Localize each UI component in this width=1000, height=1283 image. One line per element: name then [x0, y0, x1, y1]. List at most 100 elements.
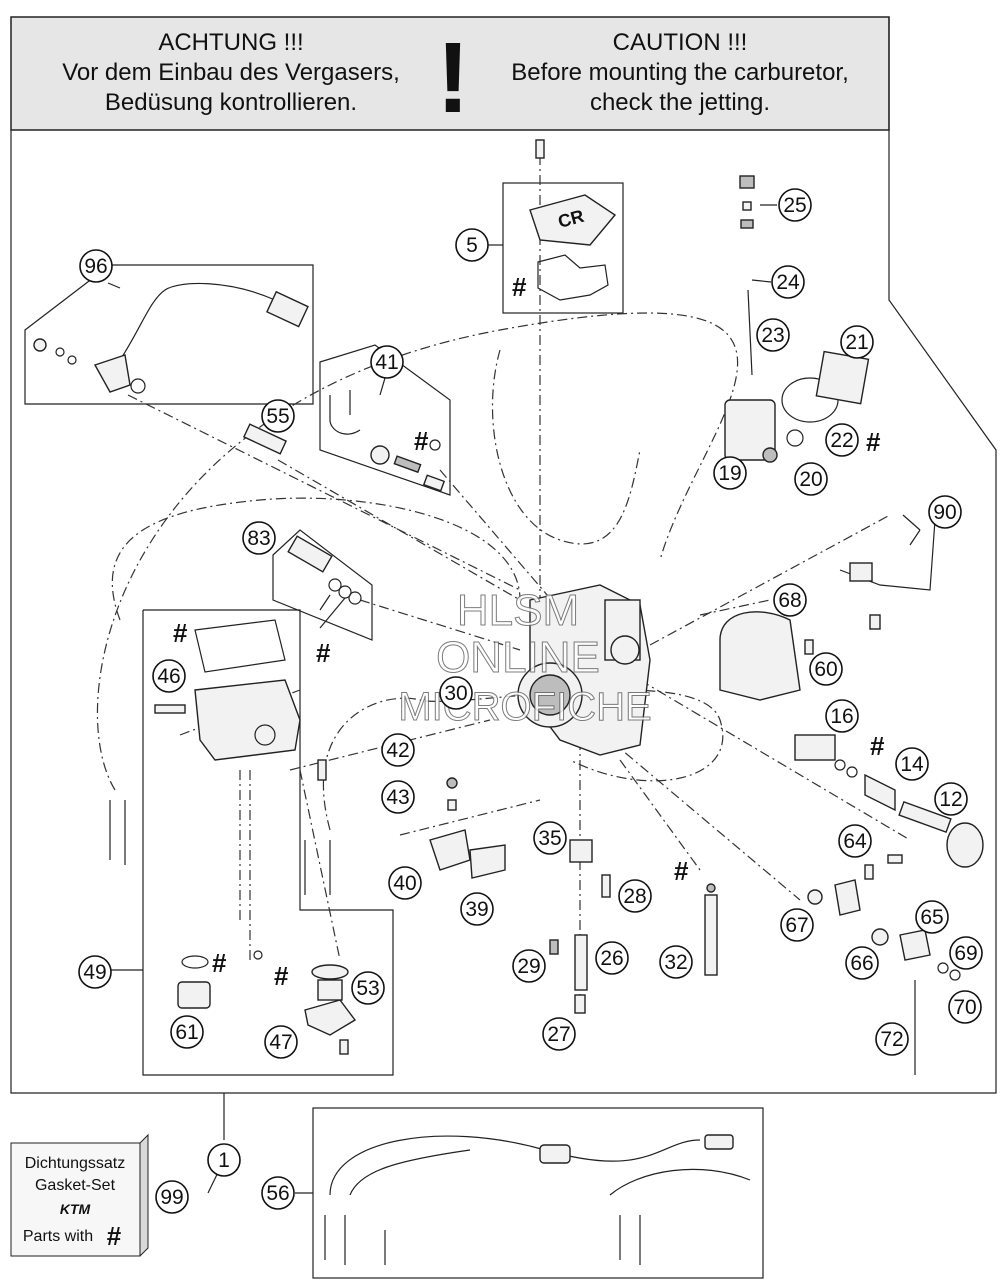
callout-label-65: 65	[920, 906, 943, 929]
callout-circle-64	[838, 824, 872, 858]
watermark: HLSM ONLINE MICROFICHE	[398, 586, 652, 730]
watermark-line3: MICROFICHE	[398, 685, 651, 729]
callout-label-35: 35	[538, 827, 561, 850]
watermark-line2: ONLINE	[436, 633, 600, 682]
callout-label-30: 30	[444, 682, 467, 705]
drain-parts	[177, 950, 357, 1055]
callout-circle-47	[264, 1025, 298, 1059]
main-frame	[10, 17, 997, 1094]
callout-circle-61	[170, 1015, 204, 1049]
callout-label-56: 56	[266, 1182, 289, 1205]
callout-label-55: 55	[266, 405, 289, 428]
callout-label-28: 28	[623, 885, 646, 908]
throttle-cable-part	[33, 282, 309, 394]
callout-circle-1	[207, 1143, 241, 1177]
callout-label-19: 19	[718, 462, 741, 485]
callout-label-23: 23	[761, 324, 784, 347]
callout-label-1: 1	[218, 1149, 230, 1172]
callout-label-70: 70	[953, 996, 976, 1019]
callout-label-66: 66	[850, 952, 873, 975]
callout-label-72: 72	[880, 1028, 903, 1051]
gasket-set-box: Dichtungssatz Gasket-Set KTM Parts with …	[10, 1133, 149, 1257]
warning-exclamation-icon: !	[436, 22, 469, 134]
float-parts	[429, 777, 506, 879]
callout-circle-24	[771, 265, 805, 299]
callout-circle-56	[261, 1176, 295, 1210]
callout-label-5: 5	[466, 234, 478, 257]
callout-label-90: 90	[933, 501, 956, 524]
callout-label-68: 68	[778, 589, 801, 612]
callout-label-39: 39	[465, 898, 488, 921]
callout-label-27: 27	[547, 1023, 570, 1046]
callout-label-14: 14	[900, 753, 924, 776]
warning-de-line1: Vor dem Einbau des Vergasers,	[62, 59, 400, 86]
callout-circle-28	[618, 879, 652, 913]
callout-label-64: 64	[843, 830, 867, 853]
callout-label-42: 42	[386, 739, 409, 762]
hash-mark: #	[212, 948, 227, 978]
callout-label-29: 29	[517, 955, 540, 978]
callout-circle-70	[948, 990, 982, 1024]
callout-circle-23	[756, 318, 790, 352]
hash-mark: #	[674, 856, 689, 886]
hash-mark: #	[414, 426, 429, 456]
callout-label-26: 26	[600, 947, 623, 970]
callout-circle-69	[949, 936, 983, 970]
callout-circle-96	[79, 249, 113, 283]
callout-circle-60	[809, 652, 843, 686]
warning-en-line2: check the jetting.	[590, 89, 770, 116]
hash-mark: #	[870, 731, 885, 761]
warning-de-line2: Bedüsung kontrollieren.	[105, 89, 357, 116]
callout-circle-99	[155, 1180, 189, 1214]
callout-circle-14	[895, 747, 929, 781]
callout-label-53: 53	[356, 977, 379, 1000]
callout-circle-55	[261, 399, 295, 433]
carburetor-body	[517, 584, 651, 756]
gasket-set-line2: Gasket-Set	[35, 1177, 116, 1194]
callout-circle-66	[845, 946, 879, 980]
callout-circle-19	[713, 456, 747, 490]
callout-circle-42	[381, 733, 415, 767]
callout-circle-27	[542, 1017, 576, 1051]
callout-circle-20	[794, 462, 828, 496]
callout-circle-90	[928, 495, 962, 529]
callout-label-49: 49	[83, 961, 106, 984]
jet-parts	[549, 839, 718, 1014]
callout-label-47: 47	[269, 1031, 292, 1054]
float-bowl-parts	[154, 619, 327, 781]
gasket-set-symbol: #	[107, 1221, 122, 1251]
callout-circle-41	[370, 345, 404, 379]
callout-label-24: 24	[776, 271, 800, 294]
callout-label-21: 21	[845, 331, 868, 354]
warning-en-line1: Before mounting the carburetor,	[511, 59, 849, 86]
warning-banner: ACHTUNG !!! Vor dem Einbau des Vergasers…	[10, 16, 890, 134]
callout-label-41: 41	[375, 351, 398, 374]
callout-circle-53	[351, 971, 385, 1005]
hash-mark: #	[173, 618, 188, 648]
warning-en-title: CAUTION !!!	[613, 29, 748, 56]
callout-label-60: 60	[814, 658, 837, 681]
callout-label-83: 83	[247, 527, 270, 550]
callout-circle-43	[381, 780, 415, 814]
hash-marks: # # # # # # # # #	[173, 272, 885, 991]
watermark-line1: HLSM	[457, 586, 579, 635]
callout-label-43: 43	[386, 786, 409, 809]
callout-label-16: 16	[830, 705, 853, 728]
callout-circle-40	[388, 866, 422, 900]
callout-circle-72	[875, 1022, 909, 1056]
callout-circle-26	[595, 941, 629, 975]
accelerator-pump-parts	[724, 175, 870, 463]
callout-circle-32	[659, 945, 693, 979]
callout-circle-67	[780, 908, 814, 942]
hash-mark: #	[316, 638, 331, 668]
callout-circle-12	[934, 782, 968, 816]
callout-circle-21	[840, 325, 874, 359]
idle-screw-part	[287, 535, 362, 605]
hot-start-parts	[807, 854, 961, 1075]
callout-label-96: 96	[84, 255, 107, 278]
hash-mark: #	[866, 427, 881, 457]
gasket-set-line1: Dichtungssatz	[25, 1155, 126, 1172]
throttle-sensor-parts	[719, 519, 936, 701]
callout-circle-83	[242, 521, 276, 555]
